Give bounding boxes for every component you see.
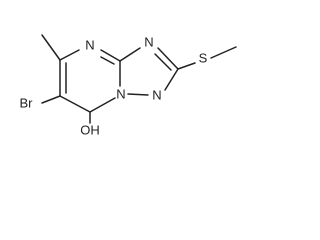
atom-label-br: Br [20, 95, 34, 110]
bond-n1-c2 [157, 47, 179, 70]
atom-label-oh: OH [80, 122, 100, 137]
atom-label-n1: N [144, 34, 153, 49]
bond-c5-methyl [41, 34, 61, 61]
bond-n4-c5 [59, 49, 80, 61]
bond-s-methyl [210, 46, 237, 59]
bond-n1-c2-double [154, 53, 172, 71]
bond-c2-n3 [164, 68, 179, 91]
bond-c8a-n1 [119, 47, 141, 62]
bond-c6-c7 [59, 95, 91, 113]
bond-c7-n8 [89, 97, 116, 113]
bond-c8a-n4-double [100, 56, 115, 65]
atom-label-s: S [199, 50, 208, 65]
atom-label-n3: N [152, 87, 161, 102]
chemical-structure-diagram: N N N N S Br OH [20, 34, 237, 137]
bond-c8a-n4 [100, 49, 121, 62]
bond-c2-s [177, 62, 196, 70]
atom-label-n8: N [116, 86, 125, 101]
bond-c6-br [41, 95, 61, 104]
bond-n3-n8 [127, 93, 149, 96]
atom-label-n4: N [85, 37, 94, 52]
